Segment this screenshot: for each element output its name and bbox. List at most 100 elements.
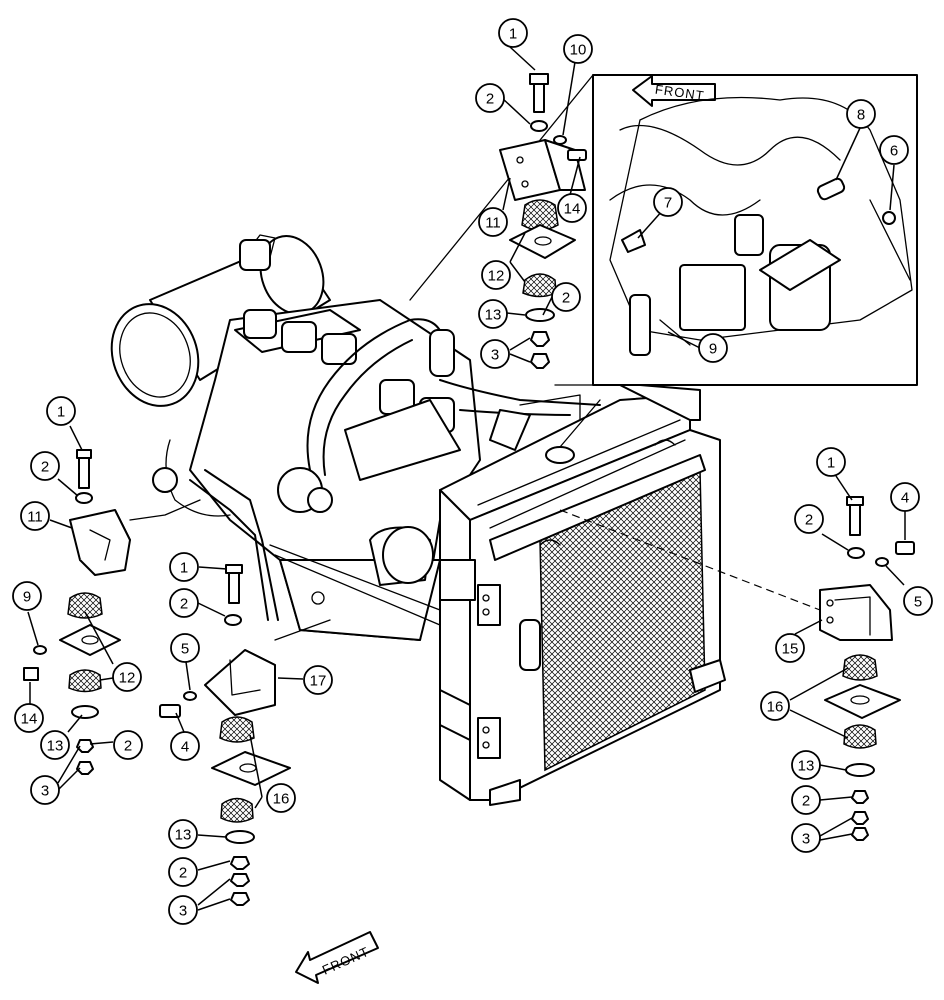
- callout-number: 12: [119, 670, 136, 687]
- callout-number: 13: [485, 307, 502, 324]
- callout-c5-right: 5: [903, 586, 933, 616]
- callout-balloon: [480, 339, 510, 369]
- callout-c6-inset: 6: [879, 135, 909, 165]
- callout-balloon: [475, 83, 505, 113]
- callout-c2-mid: 2: [169, 588, 199, 618]
- front-arrow-inset: FRONT: [632, 75, 716, 107]
- callout-c1-mid: 1: [169, 552, 199, 582]
- callout-c16-right: 16: [760, 691, 790, 721]
- callout-number: 1: [180, 560, 188, 577]
- callout-balloon: [775, 633, 805, 663]
- callout-number: 15: [782, 641, 799, 658]
- callout-c3-right: 3: [791, 823, 821, 853]
- callout-number: 8: [857, 107, 865, 124]
- callout-number: 12: [488, 268, 505, 285]
- callout-number: 4: [181, 739, 189, 756]
- callout-c5-mid: 5: [170, 633, 200, 663]
- callout-c3-left: 3: [30, 775, 60, 805]
- callout-balloon: [168, 857, 198, 887]
- callout-c2b-right: 2: [791, 785, 821, 815]
- callout-c2-left: 2: [30, 451, 60, 481]
- callout-number: 10: [570, 42, 587, 59]
- callout-balloon: [563, 34, 593, 64]
- callout-c2-right: 2: [794, 504, 824, 534]
- callout-number: 2: [805, 512, 813, 529]
- callout-balloon: [481, 260, 511, 290]
- callout-balloon: [20, 501, 50, 531]
- callout-number: 16: [767, 699, 784, 716]
- callout-balloon: [846, 99, 876, 129]
- callout-number: 2: [180, 596, 188, 613]
- callout-number: 2: [562, 290, 570, 307]
- callout-number: 2: [41, 459, 49, 476]
- callout-balloon: [498, 18, 528, 48]
- leader-lines: [27, 46, 906, 911]
- callout-number: 4: [901, 490, 909, 507]
- callout-balloon: [791, 823, 821, 853]
- callout-number: 13: [798, 758, 815, 775]
- callout-c13-mid: 13: [168, 819, 198, 849]
- callout-number: 3: [41, 783, 49, 800]
- callout-c2b-mid: 2: [168, 857, 198, 887]
- callout-balloon: [30, 451, 60, 481]
- mount-middle: [159, 564, 291, 906]
- engine-assembly: [110, 234, 601, 641]
- callout-balloon: [14, 703, 44, 733]
- callout-number: 5: [181, 641, 189, 658]
- callout-number: 1: [827, 455, 835, 472]
- callout-balloon: [816, 447, 846, 477]
- callout-number: 9: [709, 341, 717, 358]
- callout-number: 3: [802, 831, 810, 848]
- callout-balloon: [266, 783, 296, 813]
- callout-balloon: [168, 819, 198, 849]
- callout-balloon: [890, 482, 920, 512]
- callout-c4-right: 4: [890, 482, 920, 512]
- callout-balloon: [698, 333, 728, 363]
- mount-top: [499, 73, 587, 369]
- callout-c1-right: 1: [816, 447, 846, 477]
- callout-balloon: [40, 730, 70, 760]
- callout-balloon: [551, 282, 581, 312]
- callout-number: 13: [47, 738, 64, 755]
- callout-balloon: [879, 135, 909, 165]
- callout-c3-top: 3: [480, 339, 510, 369]
- callout-balloon: [168, 895, 198, 925]
- callout-balloon: [903, 586, 933, 616]
- callout-number: 2: [802, 793, 810, 810]
- callout-balloon: [791, 750, 821, 780]
- callout-balloon: [169, 552, 199, 582]
- front-label-bottom: FRONT: [320, 944, 372, 978]
- callout-balloon: [170, 731, 200, 761]
- callout-balloon: [557, 193, 587, 223]
- callout-c3-mid: 3: [168, 895, 198, 925]
- callout-number: 9: [23, 589, 31, 606]
- front-arrow-bottom: FRONT: [295, 931, 379, 984]
- callout-c9-left: 9: [12, 581, 42, 611]
- callout-c12-top: 12: [481, 260, 511, 290]
- radiator-assembly: [439, 384, 726, 806]
- callout-c14-left: 14: [14, 703, 44, 733]
- callout-c1-left: 1: [46, 396, 76, 426]
- callout-c1-top: 1: [498, 18, 528, 48]
- callout-number: 11: [27, 509, 43, 526]
- callout-balloon: [12, 581, 42, 611]
- callout-number: 14: [564, 201, 581, 218]
- callout-c2b-top: 2: [551, 282, 581, 312]
- callout-balloon: [169, 588, 199, 618]
- callout-c16-mid: 16: [266, 783, 296, 813]
- callout-c13-top: 13: [478, 299, 508, 329]
- front-label-inset: FRONT: [654, 82, 705, 104]
- callout-number: 16: [273, 791, 290, 808]
- callout-c7-inset: 7: [653, 187, 683, 217]
- callout-number: 2: [179, 865, 187, 882]
- callout-balloon: [791, 785, 821, 815]
- callout-number: 1: [57, 404, 65, 421]
- callout-balloon: [113, 730, 143, 760]
- callout-balloon: [303, 665, 333, 695]
- mount-right: [819, 496, 915, 841]
- callout-c13-right: 13: [791, 750, 821, 780]
- callout-balloon: [478, 207, 508, 237]
- callout-number: 7: [664, 195, 672, 212]
